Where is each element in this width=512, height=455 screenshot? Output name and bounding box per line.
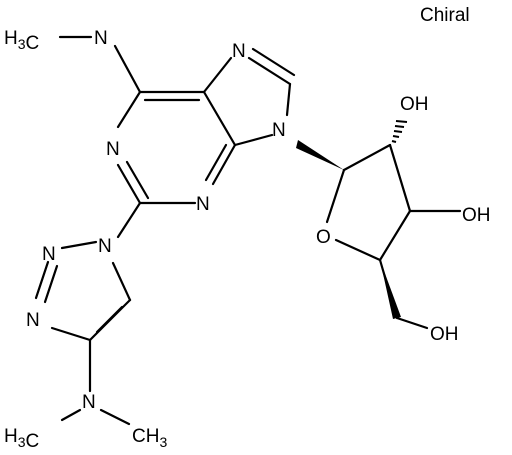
bond-triazole-n1-n2 [60,240,98,250]
atom-label-oh-3: OH [462,205,491,226]
bond-triazole-n2-n3 [34,260,50,300]
atom-label-n1: N [106,139,120,160]
bond-lines [34,35,462,426]
bond-c4-n3 [211,143,237,186]
atom-label-triazole-n1: N [98,236,112,257]
bond-c5-n7 [202,56,233,94]
atom-label-triazole-n2: N [42,244,56,265]
bond-c1p-c2p [342,143,392,172]
bond-triazole-n3-c4 [50,326,92,342]
bond-c5p-oh [395,316,429,330]
bond-n1-c6 [116,90,142,129]
atom-label-n7: N [232,41,246,62]
wedge-bond-c4p-c5p [380,260,401,319]
bond-triazole-c5-n1 [111,261,132,302]
bond-n7-c8 [247,56,292,86]
bond-triazole-c4-c5-double [95,305,124,334]
atom-label-h3c-top: H3C [4,28,39,54]
atom-label-o-ring: O [316,227,331,248]
bond-c8-n9 [285,82,292,117]
bond-c3p-c4p [378,209,412,262]
bond-c5-c4 [202,90,237,147]
bond-o-c1p [325,168,346,224]
atom-label-h3c-bottom: H3C [4,426,39,452]
atom-label-oh-2: OH [400,94,429,115]
atom-label-n9: N [272,120,286,141]
bond-nme2-left-methyl [60,408,82,422]
atom-label-triazole-n3: N [26,310,40,331]
bond-c2p-c3p [388,143,412,213]
bond-nh-c6 [113,44,142,94]
bond-triazole-n2-n3-double [43,264,59,304]
atom-labels: H3C N N N N N N N N N H3C CH3 O OH OH OH [4,28,491,452]
wedge-bond-c1p-n9 [296,140,344,170]
bond-c4-n3-double [204,143,228,182]
atom-label-n3: N [196,194,210,215]
atom-label-nh: N [94,28,108,49]
bond-c4p-o [334,238,382,262]
atom-label-n-dimethyl: N [82,392,96,413]
bond-c2-triazole [116,201,142,239]
bond-c2-n1 [116,163,142,205]
atom-label-ch3-bottom: CH3 [132,426,167,450]
bond-nme2-right-methyl [99,408,131,426]
bond-c2-n1-double [125,160,150,200]
atom-label-oh-5: OH [430,324,459,345]
bond-n7-c8-double [251,47,296,77]
bond-n9-c4 [233,133,274,147]
chiral-label: Chiral [420,5,470,26]
hashed-bond-c2p-oh [390,120,408,146]
